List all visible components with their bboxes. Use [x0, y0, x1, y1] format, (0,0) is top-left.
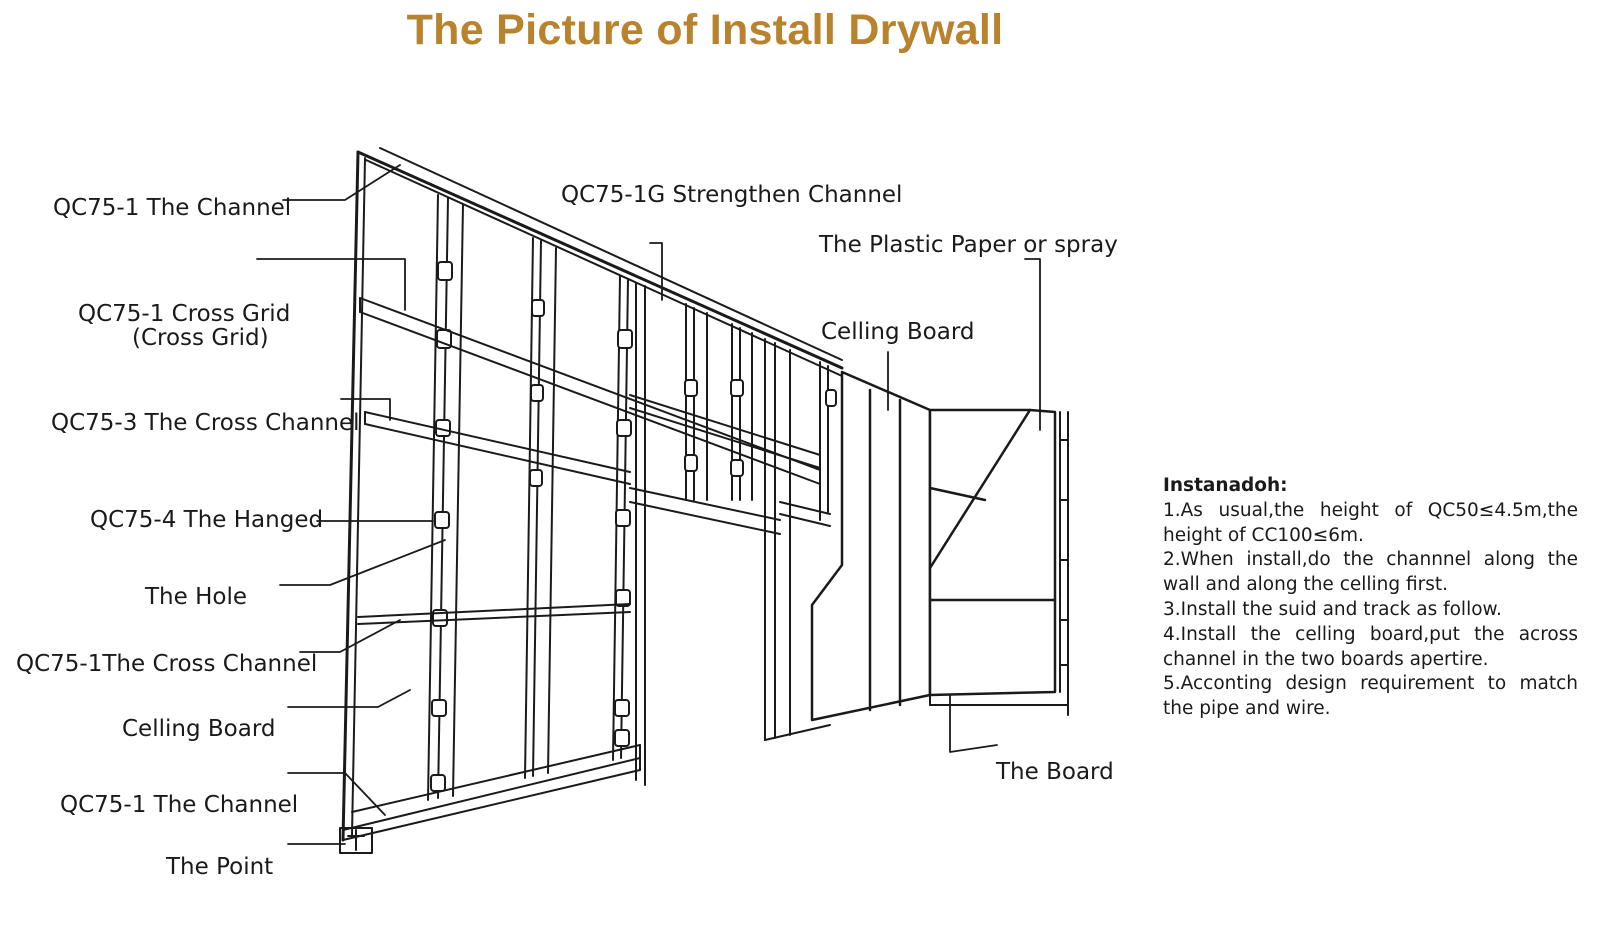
- instruction-step: 2.When install,do the channnel along the…: [1163, 549, 1578, 596]
- label-cross-grid: QC75-1 Cross Grid: [78, 301, 291, 327]
- label-ceiling-board-left: Celling Board: [122, 716, 276, 742]
- label-point: The Point: [166, 854, 274, 880]
- label-strengthen-channel: QC75-1G Strengthen Channel: [561, 182, 903, 208]
- instruction-step: 3.Install the suid and track as follow.: [1163, 598, 1502, 620]
- label-channel-top: QC75-1 The Channel: [53, 195, 292, 221]
- label-channel-bottom: QC75-1 The Channel: [60, 792, 299, 818]
- label-board: The Board: [996, 759, 1114, 785]
- label-hanged: QC75-4 The Hanged: [90, 507, 324, 533]
- wall-outline: [341, 150, 844, 842]
- floor-channel: [342, 744, 641, 841]
- label-plastic-paper: The Plastic Paper or spray: [819, 232, 1118, 258]
- instruction-step: 5.Acconting design requirement to match …: [1163, 673, 1578, 720]
- label-cross-channel-1: QC75-1The Cross Channel: [16, 651, 318, 677]
- instruction-step: 4.Install the celling board,put the acro…: [1163, 623, 1578, 670]
- edge-studs: [929, 411, 1069, 716]
- point-box: [339, 827, 373, 854]
- far-boards: [928, 408, 1057, 697]
- label-ceiling-board-right: Celling Board: [821, 319, 975, 345]
- page-title: The Picture of Install Drywall: [406, 6, 1004, 54]
- leader-lines: [256, 164, 1041, 845]
- vertical-studs: [427, 194, 829, 801]
- ceiling-boards: [810, 370, 932, 722]
- label-hole: The Hole: [145, 584, 247, 610]
- door-frame: [764, 519, 831, 741]
- instructions-heading: Instanadoh:: [1163, 475, 1288, 496]
- label-cross-channel-3: QC75-3 The Cross Channel: [51, 410, 360, 436]
- cross-channels: [357, 297, 831, 625]
- instructions-panel: Instanadoh: 1.As usual,the height of QC5…: [1163, 474, 1578, 722]
- label-cross-grid-sub: (Cross Grid): [132, 325, 269, 351]
- instruction-step: 1.As usual,the height of QC50≤4.5m,the h…: [1163, 499, 1578, 546]
